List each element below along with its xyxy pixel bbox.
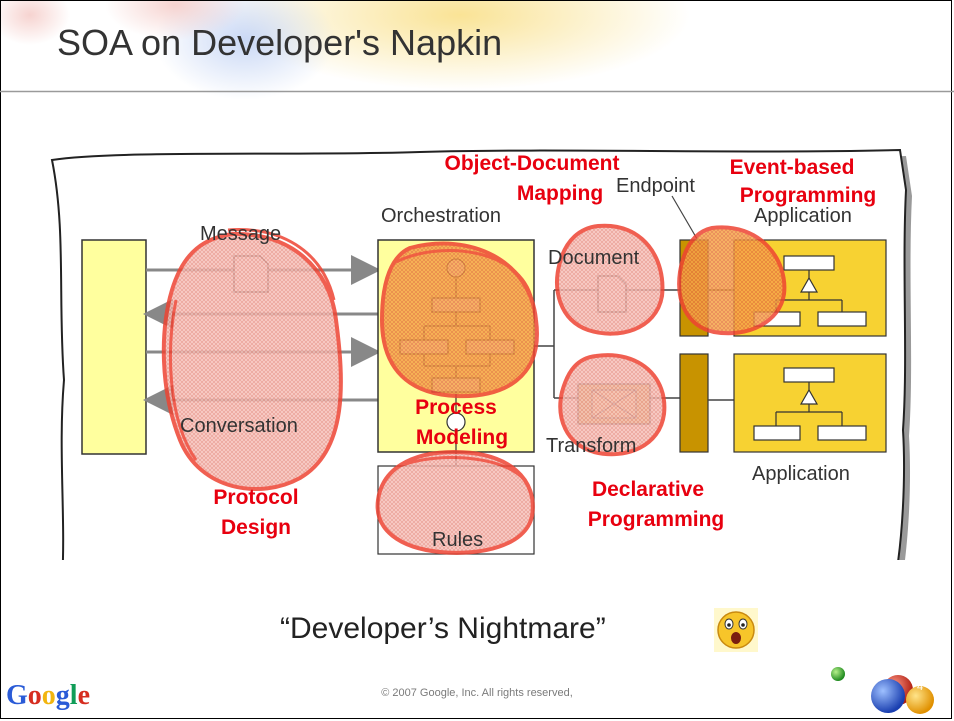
red-highlights	[161, 223, 787, 555]
slide-title: SOA on Developer's Napkin	[57, 22, 503, 63]
protocol-highlight	[161, 231, 343, 491]
logo-letter: o	[41, 680, 56, 711]
transform-highlight	[558, 353, 667, 457]
label-endpoint: Endpoint	[616, 175, 695, 197]
logo-letter: o	[27, 680, 42, 711]
annotation-declarative-programming: Programming	[588, 508, 725, 531]
google-logo: Google	[6, 680, 90, 712]
document-highlight	[555, 223, 665, 336]
logo-letter: e	[77, 680, 90, 711]
label-conversation: Conversation	[180, 415, 298, 437]
annotation-object-document: Object-Document	[444, 152, 619, 175]
annotation-mapping: Mapping	[517, 182, 603, 205]
annotation-declarative: Declarative	[592, 478, 704, 501]
endpoint-bar-bottom	[679, 353, 709, 453]
title-divider	[0, 90, 954, 93]
logo-letter: G	[6, 680, 28, 711]
annotation-programming: Programming	[740, 184, 877, 207]
label-application-bottom: Application	[752, 463, 850, 485]
endpoint-highlight	[677, 225, 787, 336]
label-message: Message	[200, 223, 281, 245]
annotation-event-based: Event-based	[730, 156, 855, 179]
nightmare-quote: “Developer’s Nightmare”	[280, 612, 606, 645]
label-rules: Rules	[432, 529, 483, 551]
soa-diagram: Message Orchestration Document Endpoint …	[50, 148, 912, 560]
copyright-text: © 2007 Google, Inc. All rights reserved,	[381, 687, 573, 699]
label-document: Document	[548, 247, 640, 269]
background-decoration	[0, 0, 690, 100]
logo-letter: g	[55, 680, 70, 711]
client-box	[81, 239, 147, 455]
label-transform: Transform	[546, 435, 636, 457]
label-application-top: Application	[754, 205, 852, 227]
label-orchestration: Orchestration	[381, 205, 501, 227]
surprised-face-icon	[714, 608, 758, 652]
class-hierarchy-icon-bottom	[753, 367, 867, 441]
annotation-modeling: Modeling	[416, 426, 508, 449]
google-balls-icon	[831, 667, 934, 714]
annotation-protocol: Protocol	[213, 486, 298, 509]
page-number: 4	[916, 681, 924, 693]
annotation-design: Design	[221, 516, 291, 539]
annotation-process: Process	[415, 396, 497, 419]
logo-letter: l	[69, 680, 78, 711]
